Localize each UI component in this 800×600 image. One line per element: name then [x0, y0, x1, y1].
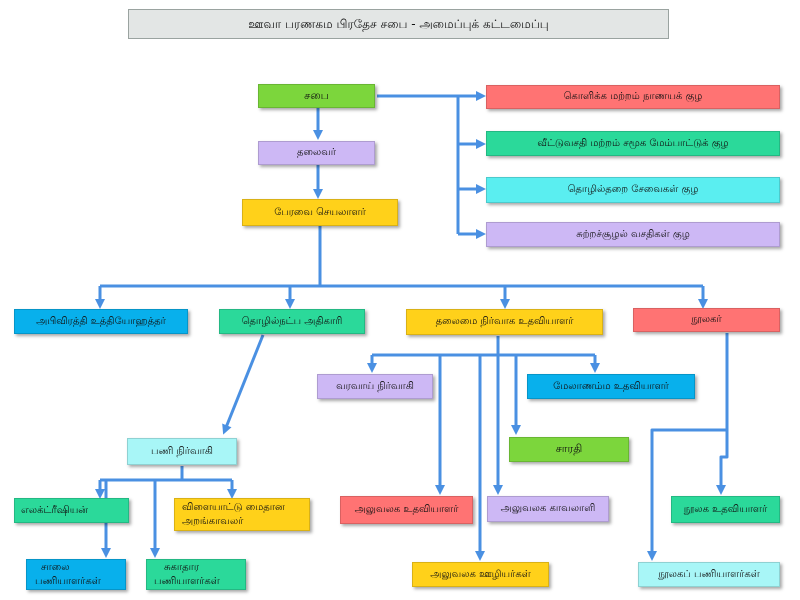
connector-chief-mgmt-bus [372, 336, 595, 357]
node-chief-mgmt-assistant-label: தலைமை நிர்வாக உதவியாளர் [435, 316, 574, 328]
node-revenue-manager: வரவாய் நிர்வாகி [317, 374, 433, 399]
node-office-employees-label: அலுவலக ஊழியர்கள் [430, 568, 531, 580]
connector-technical-work-manager [222, 334, 265, 435]
node-library-workers: நூலகப் பணியாளர்கள் [638, 562, 780, 587]
node-thalaivar-label: தலைவர் [296, 147, 337, 159]
connector-to-library-workers [647, 428, 727, 561]
node-road-workers-line1: சாலை [41, 562, 70, 573]
node-road-workers-line2: பணியாளர்கள் [35, 575, 101, 587]
node-development-officer-label: அபிவிரத்தி உத்தியோஹத்தர் [36, 315, 166, 327]
node-environment-committee: சுற்றச்சூழல் வசதிகள் குழ [486, 222, 780, 247]
connector-work-manager-bus [100, 466, 232, 482]
node-driver: சாரதி [509, 437, 629, 462]
node-development-officer: அபிவிரத்தி உத்தியோஹத்தர் [14, 309, 188, 334]
node-technical-officer-label: தொழில்நட்ப அதிகாரி [241, 315, 343, 327]
node-environment-committee-label: சுற்றச்சூழல் வசதிகள் குழ [576, 228, 690, 240]
node-finance-committee-label: கொளிக்க மற்றம் நாணயக் குழ [563, 91, 703, 103]
node-sports-ground-keeper-line2: அறங்காவலர் [182, 515, 244, 527]
node-housing-committee-label: வீட்டுவசதி மற்றம் சமூக மேம்பாட்டுக் குழ [537, 137, 729, 149]
node-library-assistant-label: நூலக உதவியாளர் [683, 503, 768, 515]
node-office-employees: அலுவலக ஊழியர்கள் [412, 562, 549, 587]
node-supervising-assistant-label: மேலாணம்ம உதவியாளர் [553, 380, 669, 392]
node-road-workers: சாலை பணியாளர்கள் [26, 559, 126, 590]
connector-to-library-assistant [716, 333, 729, 495]
node-office-assistant-label: அலுவலக உதவியாளர் [354, 504, 459, 516]
node-office-guard: அலுவலக காவலாளி [487, 496, 609, 522]
connector-secretary-bus [100, 226, 703, 288]
node-health-workers-line2: பணியாளர்கள் [154, 575, 220, 587]
node-electrician: எலக்ட்ரீஷியன் [14, 498, 129, 523]
node-sabai-label: சபை [304, 88, 329, 102]
node-supervising-assistant: மேலாணம்ம உதவியாளர் [527, 374, 695, 399]
node-health-workers: சுகாதார பணியாளர்கள் [146, 559, 246, 590]
node-library-assistant: நூலக உதவியாளர் [671, 496, 780, 523]
node-sabai: சபை [258, 84, 375, 108]
node-peravai-seyalalar-label: பேரவை செயலாளர் [274, 206, 366, 218]
node-office-assistant: அலுவலக உதவியாளர் [340, 496, 473, 524]
node-driver-label: சாரதி [555, 442, 583, 456]
node-librarian: நூலகர் [633, 308, 780, 332]
node-industrial-committee: தொழில்தறை சேவைகள் குழ [486, 177, 780, 203]
node-library-workers-label: நூலகப் பணியாளர்கள் [658, 568, 760, 580]
node-technical-officer: தொழில்நட்ப அதிகாரி [219, 309, 365, 334]
page-title-text: ஊவா பரணகம பிரதேச சபை - அமைப்புக் கட்டமைப… [248, 16, 549, 31]
node-work-manager: பணி நிர்வாகி [127, 438, 237, 465]
node-finance-committee: கொளிக்க மற்றம் நாணயக் குழ [486, 85, 780, 109]
page-title: ஊவா பரணகம பிரதேச சபை - அமைப்புக் கட்டமைப… [128, 9, 669, 39]
node-electrician-label: எலக்ட்ரீஷியன் [21, 504, 88, 516]
node-sports-ground-keeper-line1: விளையாட்டு மைதான [182, 502, 285, 513]
node-housing-committee: வீட்டுவசதி மற்றம் சமூக மேம்பாட்டுக் குழ [486, 131, 780, 156]
node-work-manager-label: பணி நிர்வாகி [151, 445, 213, 457]
node-librarian-label: நூலகர் [691, 314, 722, 326]
node-industrial-committee-label: தொழில்தறை சேவைகள் குழ [567, 184, 699, 196]
node-peravai-seyalalar: பேரவை செயலாளர் [242, 199, 398, 226]
node-sports-ground-keeper: விளையாட்டு மைதான அறங்காவலர் [174, 498, 310, 531]
node-office-guard-label: அலுவலக காவலாளி [500, 503, 596, 515]
node-health-workers-line1: சுகாதார [164, 562, 200, 573]
node-chief-mgmt-assistant: தலைமை நிர்வாக உதவியாளர் [406, 309, 603, 335]
node-revenue-manager-label: வரவாய் நிர்வாகி [336, 380, 414, 392]
node-thalaivar: தலைவர் [258, 141, 375, 165]
